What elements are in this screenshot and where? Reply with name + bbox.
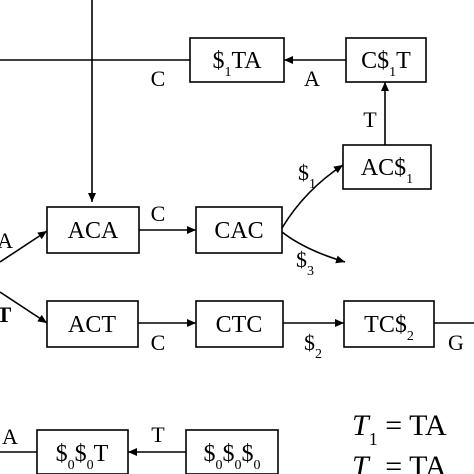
svg-text:$0$0T: $0$0T [56, 441, 109, 473]
edge-label-act-ctc-c: C [151, 330, 166, 355]
edge-label-top-c: C [151, 66, 166, 91]
formula-t2: T2 = TA [352, 450, 447, 474]
edge-left-to-aca [0, 230, 48, 263]
text-run: C [151, 66, 166, 91]
svg-text:CAC: CAC [214, 218, 263, 244]
node-ctc: CTC [195, 300, 284, 348]
text-run: $ [204, 441, 216, 467]
text-run: 0 [235, 458, 242, 473]
svg-text:C$1T: C$1T [361, 48, 411, 80]
text-run: ACA [68, 218, 119, 244]
text-run: C$ [361, 48, 389, 74]
text-run: A [304, 66, 320, 91]
edge-label-up-t: T [363, 107, 377, 132]
text-run: 0 [68, 458, 75, 473]
text-run: 2 [369, 470, 378, 474]
text-run: T [352, 450, 371, 474]
node-s0s0t: $0$0T [36, 429, 129, 474]
text-run: 1 [224, 65, 231, 80]
node-s1ta: $1TA [189, 37, 285, 83]
text-run: 1 [309, 177, 316, 192]
text-run: T [352, 409, 371, 442]
text-run: A [2, 424, 18, 449]
text-run: $ [242, 441, 254, 467]
node-cs1t: C$1T [345, 37, 427, 83]
text-run: CAC [214, 218, 263, 244]
text-run: 1 [406, 172, 413, 187]
text-run: $ [296, 247, 307, 272]
node-aca: ACA [46, 206, 140, 254]
edge-label-bottom-a: A [2, 424, 18, 449]
text-run: AC$ [361, 155, 406, 181]
node-act: ACT [46, 300, 139, 348]
svg-text:$1TA: $1TA [212, 48, 262, 80]
edge-label-right-g: G [448, 330, 464, 355]
text-run: C [151, 330, 166, 355]
node-acs1: AC$1 [342, 144, 432, 190]
text-run: 2 [315, 347, 322, 362]
svg-text:CTC: CTC [216, 312, 263, 338]
text-run: T [363, 107, 377, 132]
text-run: 2 [407, 329, 414, 344]
text-run: ACT [68, 312, 116, 338]
edge-left-to-act [0, 291, 48, 324]
text-run: 0 [254, 458, 261, 473]
edge-cac-to-acs1 [281, 164, 344, 229]
node-tcs2: TC$2 [343, 300, 435, 348]
text-run: = TA [378, 409, 447, 442]
edge-label-left-a: A [0, 228, 13, 253]
text-run: = TA [378, 450, 447, 474]
text-run: 3 [307, 264, 314, 279]
text-run: T [0, 302, 12, 327]
text-run: 0 [87, 458, 94, 473]
node-cac: CAC [195, 206, 283, 254]
text-run: TC$ [364, 312, 407, 338]
text-run: T [94, 441, 109, 467]
node-s0s0s0: $0$0$0 [185, 429, 279, 474]
text-run: TA [231, 48, 262, 74]
edge-label-left-t: T [0, 302, 12, 327]
text-run: $ [75, 441, 87, 467]
text-run: C [151, 201, 166, 226]
svg-text:ACA: ACA [68, 218, 119, 244]
text-run: $ [56, 441, 68, 467]
formula-t1: T1 = TA [352, 409, 447, 449]
edge-cac-to-s3 [281, 231, 346, 264]
text-run: $ [298, 160, 309, 185]
edge-label-aca-cac-c: C [151, 201, 166, 226]
svg-text:$0$0$0: $0$0$0 [204, 441, 261, 473]
edge-label-s3: $3 [296, 247, 314, 279]
svg-text:AC$1: AC$1 [361, 155, 413, 187]
text-run: T [396, 48, 411, 74]
edge-label-s1: $1 [298, 160, 316, 192]
text-run: T [151, 422, 165, 447]
svg-text:TC$2: TC$2 [364, 312, 414, 344]
text-run: 1 [369, 429, 378, 449]
text-run: $ [212, 48, 224, 74]
edge-label-s2: $2 [304, 330, 322, 362]
text-run: 1 [389, 65, 396, 80]
edge-label-bottom-t: T [151, 422, 165, 447]
text-run: $ [223, 441, 235, 467]
text-run: $ [304, 330, 315, 355]
text-run: 0 [216, 458, 223, 473]
edge-label-top-a: A [304, 66, 320, 91]
text-run: A [0, 228, 13, 253]
svg-text:ACT: ACT [68, 312, 116, 338]
text-run: G [448, 330, 464, 355]
text-run: CTC [216, 312, 263, 338]
